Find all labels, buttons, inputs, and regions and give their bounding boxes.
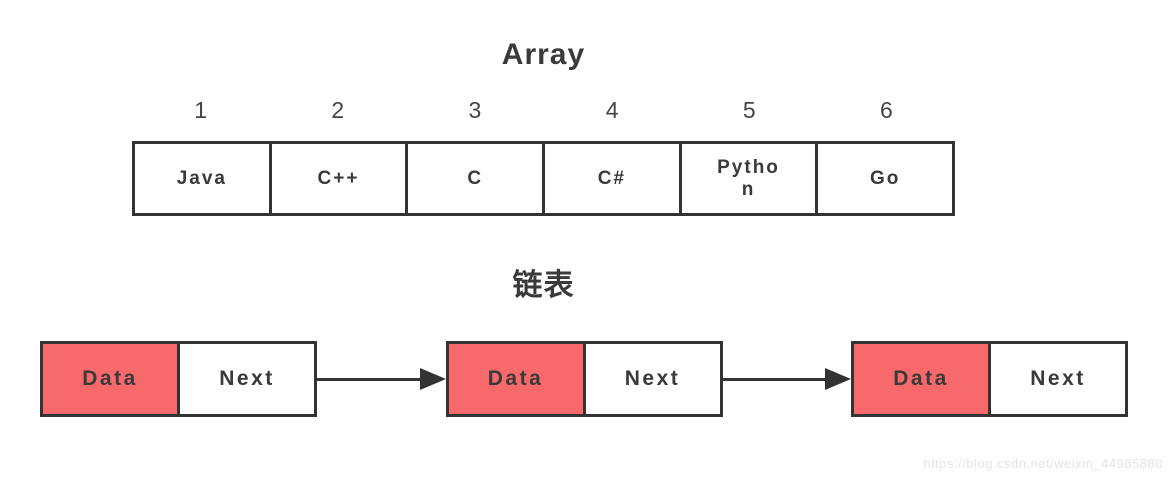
data-cell-label: Data xyxy=(82,367,138,390)
array-index-row: 1 2 3 4 5 6 xyxy=(132,97,955,124)
next-cell-label: Next xyxy=(1030,367,1086,390)
array-cell-python: Python xyxy=(678,141,819,216)
data-cell: Data xyxy=(445,341,586,417)
array-cell-label: Python xyxy=(717,156,780,200)
arrow-connector-1 xyxy=(317,341,446,417)
next-cell-label: Next xyxy=(624,367,681,390)
data-cell: Data xyxy=(40,341,180,417)
next-cell: Next xyxy=(988,341,1128,417)
next-cell-label: Next xyxy=(219,367,275,390)
linked-list-node-2: Data Next xyxy=(445,341,723,417)
arrow-shaft xyxy=(317,377,422,381)
array-cell-label: C++ xyxy=(317,167,360,189)
array-index-3: 3 xyxy=(468,97,482,123)
array-cell-label: Java xyxy=(176,167,227,189)
array: Java C++ C C# Python Go xyxy=(132,141,956,216)
array-index-6: 6 xyxy=(880,97,893,123)
array-cell-csharp: C# xyxy=(542,141,682,216)
arrow-connector-2 xyxy=(722,341,851,417)
arrow-shaft xyxy=(722,377,827,381)
array-cell-java: Java xyxy=(132,141,272,216)
array-index-1: 1 xyxy=(194,97,207,123)
linked-list-title: 链表 xyxy=(512,269,575,302)
array-cell-label: Go xyxy=(870,167,901,189)
next-cell: Next xyxy=(177,341,317,417)
array-index-5: 5 xyxy=(742,97,756,123)
array-index-2: 2 xyxy=(331,97,345,123)
linked-list: Data Next Data Next Data xyxy=(40,341,1128,417)
next-cell: Next xyxy=(582,341,723,417)
array-index-4: 4 xyxy=(605,97,619,123)
data-cell: Data xyxy=(851,341,991,417)
array-cell-label: C# xyxy=(597,167,626,189)
arrowhead-right-icon xyxy=(419,368,446,390)
arrowhead-right-icon xyxy=(825,368,851,390)
data-cell-label: Data xyxy=(487,367,544,390)
array-cell-go: Go xyxy=(815,141,956,216)
data-cell-label: Data xyxy=(893,367,949,390)
linked-list-node-1: Data Next xyxy=(40,341,317,417)
array-cell-label: C xyxy=(467,167,484,189)
linked-list-node-3: Data Next xyxy=(851,341,1128,417)
watermark-url: https://blog.csdn.net/weixin_44985880 xyxy=(923,456,1163,471)
array-title: Array xyxy=(501,38,586,71)
array-cell-cpp: C++ xyxy=(268,141,409,216)
array-cell-c: C xyxy=(405,141,546,216)
